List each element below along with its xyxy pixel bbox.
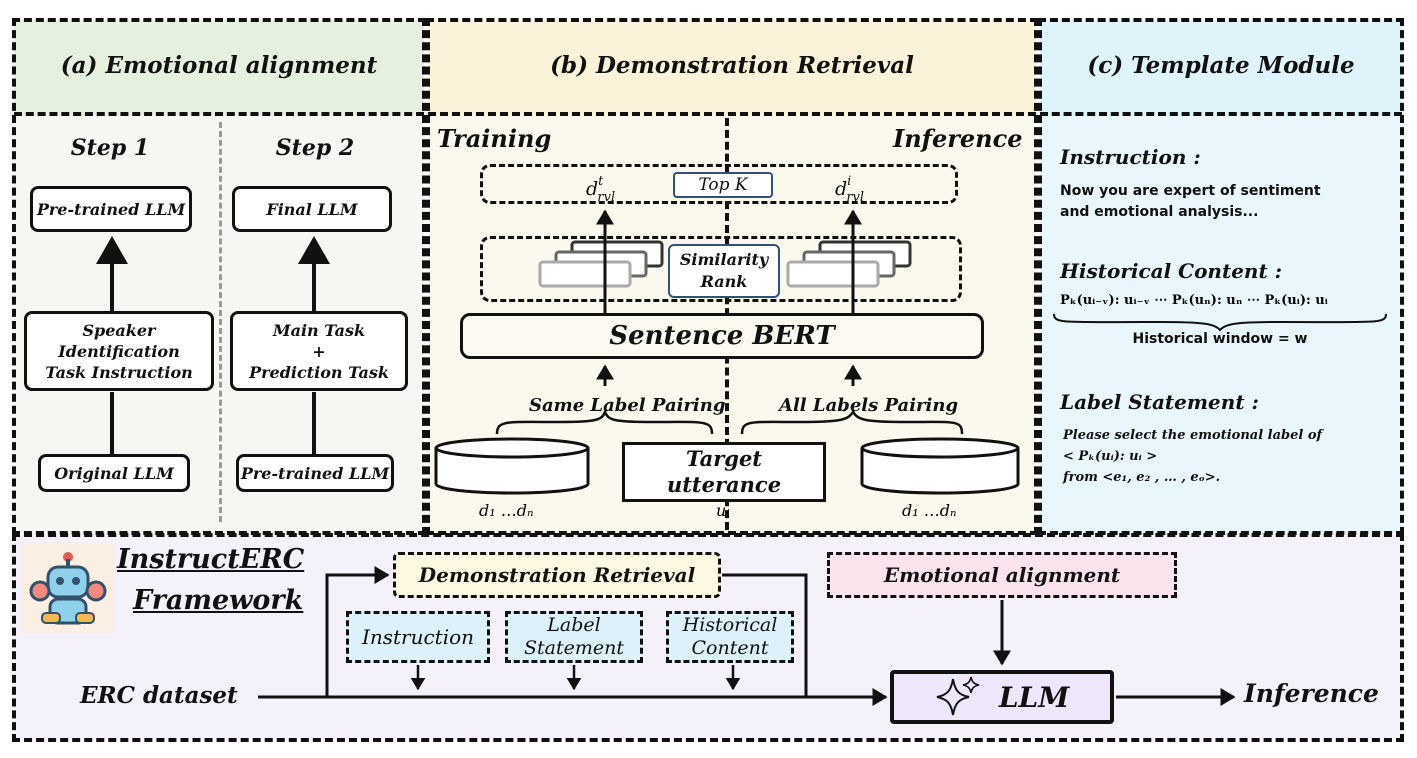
main-line3: Prediction Task	[249, 362, 389, 382]
panel-c-title: (c) Template Module	[1087, 51, 1355, 79]
label-line2: < Pₖ(uᵢ): uᵢ >	[1063, 449, 1158, 464]
historical-box-line1: Historical	[682, 614, 778, 636]
dn-left-label: d₁ …dₙ	[479, 501, 534, 520]
label-statement-heading: Label Statement :	[1060, 390, 1259, 414]
main-task-box: Main Task + Prediction Task	[230, 311, 408, 391]
panel-c-header-bg	[1040, 20, 1402, 115]
emo-alignment-box: Emotional alignment	[827, 552, 1177, 598]
instruction-box: Instruction	[346, 611, 490, 663]
similarity-group	[480, 236, 962, 302]
dn-right-label: d₁ …dₙ	[902, 501, 957, 520]
all-labels-pairing: All Labels Pairing	[779, 395, 959, 416]
training-label: Training	[437, 124, 552, 153]
demo-retrieval-box: Demonstration Retrieval	[393, 552, 721, 598]
panel-b-title: (b) Demonstration Retrieval	[550, 51, 914, 79]
speaker-line1: Speaker	[82, 320, 156, 340]
historical-formula: Pₖ(uᵢ₋ᵥ): uᵢ₋ᵥ ⋯ Pₖ(uₙ): uₙ ⋯ Pₖ(uᵢ): uᵢ	[1060, 293, 1328, 308]
step2-label: Step 2	[275, 135, 355, 161]
ui-label: uᵢ	[716, 501, 730, 520]
bottom-border	[12, 533, 1404, 742]
historical-content-box: Historical Content	[666, 611, 794, 663]
label-statement-box: Label Statement	[505, 611, 643, 663]
instruction-line1: Now you are expert of sentiment	[1060, 183, 1321, 199]
target-utterance-box: Target utterance	[622, 442, 826, 502]
framework-title-line1: InstructERC	[117, 544, 305, 575]
main-line2: +	[312, 341, 326, 361]
panel-a-divider	[14, 112, 424, 116]
panel-b-divider	[428, 112, 1036, 116]
label-line1: Please select the emotional label of	[1063, 428, 1323, 443]
target-line2: utterance	[666, 472, 782, 497]
sentence-bert-box: Sentence BERT	[460, 313, 984, 359]
pretrained-llm2-box: Pre-trained LLM	[236, 454, 394, 492]
same-label-pairing: Same Label Pairing	[529, 395, 726, 416]
inference-label: Inference	[893, 124, 1023, 153]
instruction-line2: and emotional analysis...	[1060, 204, 1259, 220]
historical-window: Historical window = w	[1132, 331, 1308, 347]
domain-base-right-label: Domain Base	[866, 460, 1014, 484]
topk-group	[480, 164, 958, 204]
step1-label: Step 1	[70, 135, 150, 161]
robot-icon	[29, 552, 107, 625]
instruction-heading: Instruction :	[1060, 145, 1201, 169]
panel-b-header-bg	[428, 20, 1036, 115]
erc-dataset-label: ERC dataset	[80, 682, 238, 709]
target-line1: Target	[685, 446, 763, 471]
robot-logo	[22, 543, 114, 633]
similarity-rank-box: Similarity Rank	[668, 244, 780, 298]
topk-box: Top K	[673, 172, 773, 198]
label-line3: from <e₁, e₂ , … , eₒ>.	[1063, 470, 1221, 485]
llm-label: LLM	[998, 680, 1070, 714]
framework-title-line2: Framework	[133, 585, 304, 616]
historical-box-line2: Content	[691, 637, 769, 659]
original-llm-box: Original LLM	[38, 454, 190, 492]
similarity-line1: Similarity	[679, 250, 769, 269]
speaker-task-box: Speaker Identification Task Instruction	[24, 311, 214, 391]
speaker-line3: Task Instruction	[45, 362, 193, 382]
domain-base-left-label: Domain Base	[438, 460, 586, 484]
inference-output-label: Inference	[1244, 679, 1379, 708]
panel-c-divider	[1040, 112, 1402, 116]
step-divider	[219, 122, 222, 522]
similarity-line2: Rank	[700, 272, 748, 291]
llm-box: LLM	[890, 670, 1114, 724]
pretrained-llm-box: Pre-trained LLM	[30, 186, 192, 232]
panel-a-title: (a) Emotional alignment	[60, 51, 378, 79]
speaker-line2: Identification	[58, 341, 180, 361]
main-line1: Main Task	[272, 320, 366, 340]
label-box-line1: Label	[547, 614, 601, 636]
label-box-line2: Statement	[524, 637, 624, 659]
final-llm-box: Final LLM	[232, 186, 392, 232]
historical-heading: Historical Content :	[1060, 259, 1283, 283]
sparkle-icon	[936, 676, 979, 716]
panel-a-header-bg	[14, 20, 424, 115]
